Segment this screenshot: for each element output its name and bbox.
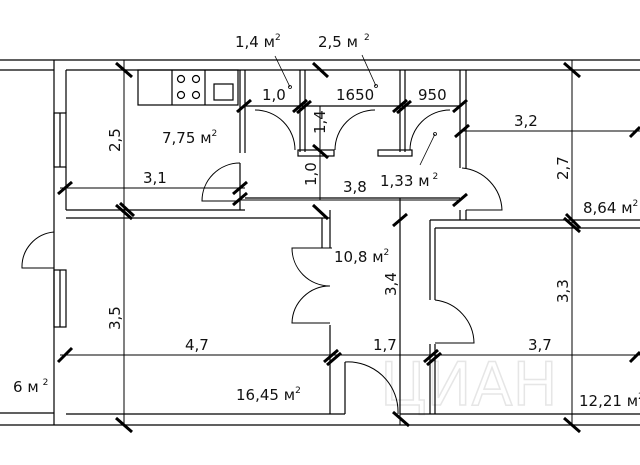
dim-bath-depth: 1,4: [311, 110, 329, 134]
area-bedroom-small: 8,64 м2: [583, 199, 638, 217]
dim-corridor-depth: 1,0: [302, 162, 320, 186]
watermark: ЦИАН: [380, 350, 558, 420]
door-wc: [254, 109, 296, 151]
area-bedroom: 12,21 м2: [579, 392, 640, 410]
stove-burner: [191, 90, 201, 100]
dim-closet-width: 950: [418, 86, 447, 104]
door-bath: [334, 109, 376, 151]
door-small-bedroom: [461, 167, 503, 211]
dim-hall-height: 3,4: [382, 272, 400, 296]
dim-bedroom-width: 3,7: [528, 336, 552, 354]
dim-hall-width: 1,7: [373, 336, 397, 354]
area-living: 16,45 м2: [236, 386, 301, 404]
dim-bath-width: 1650: [336, 86, 374, 104]
dim-living-width: 4,7: [185, 336, 209, 354]
stove-burner: [176, 90, 186, 100]
door-closet: [409, 109, 451, 151]
door-kitchen: [201, 162, 241, 202]
dimension-labels: 2,5 3,1 1,0 1650 950 1,4 1,0 3,8 3,2 2,7…: [106, 86, 572, 354]
door-living-bottom: [291, 285, 331, 324]
door-balcony: [21, 231, 55, 269]
dim-wc-width: 1,0: [262, 86, 286, 104]
door-bedroom: [434, 299, 475, 344]
area-kitchen: 7,75 м2: [162, 129, 217, 147]
dim-kitchen-width: 3,1: [143, 169, 167, 187]
interior-walls: [66, 70, 640, 414]
dim-kitchen-height: 2,5: [106, 128, 124, 152]
door-entrance: [344, 361, 399, 415]
doors: [21, 109, 503, 415]
dim-corridor-length: 3,8: [343, 178, 367, 196]
leader-lines: [274, 54, 437, 166]
door-living-top: [291, 247, 332, 287]
stove-burner: [176, 74, 186, 84]
sink: [213, 83, 234, 101]
kitchen-fixtures: [137, 69, 239, 106]
dim-bedroom-small-height: 2,7: [554, 156, 572, 180]
dim-bedroom-small-width: 3,2: [514, 112, 538, 130]
dim-bedroom-height: 3,3: [554, 279, 572, 303]
stove-burner: [191, 74, 201, 84]
dim-living-height: 3,5: [106, 306, 124, 330]
area-hall: 10,8 м2: [334, 248, 389, 266]
dimension-ticks: [56, 61, 640, 434]
area-wc: 1,4 м2: [235, 33, 281, 51]
